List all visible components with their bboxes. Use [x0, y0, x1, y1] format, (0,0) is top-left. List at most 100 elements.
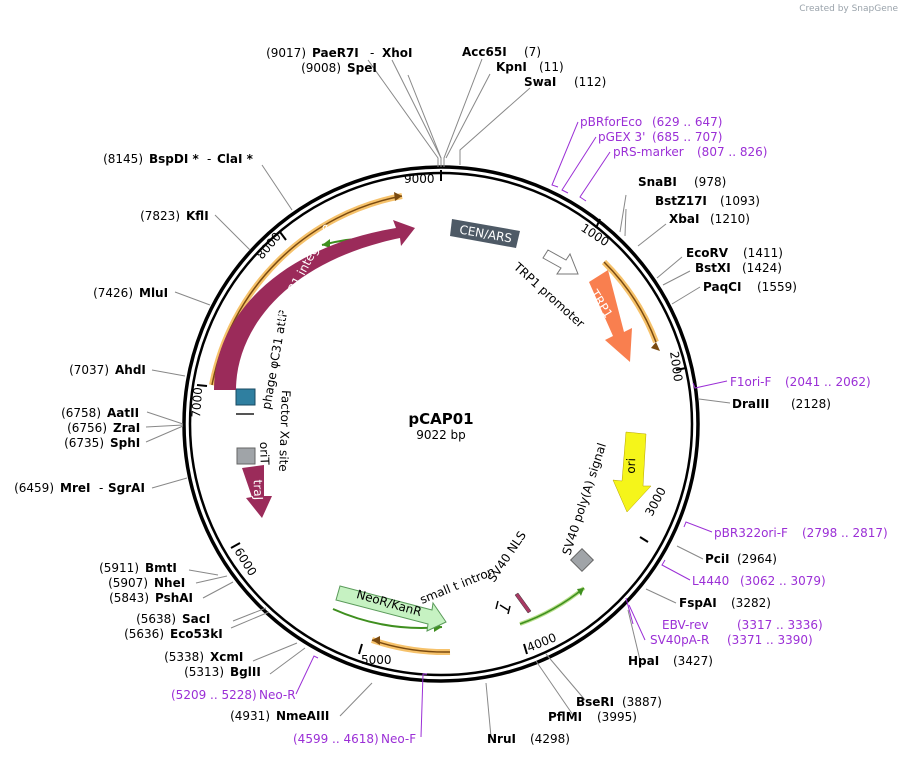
primer-name: EBV-rev: [662, 618, 708, 632]
enzyme-pos: (9008): [301, 61, 341, 75]
enzyme-name: EcoRV: [686, 246, 729, 260]
enzyme-name: AhdI: [115, 363, 146, 377]
enzyme-pos: (7): [524, 45, 541, 59]
ori-label: ori: [624, 458, 639, 474]
phic31-integrase-feature: [214, 220, 415, 390]
enzyme-pos: (4931): [230, 709, 270, 723]
neor-kanr-feature: [335, 585, 447, 632]
phic31-attp-feature: [235, 388, 256, 406]
enzyme-name: Eco53kI: [170, 627, 223, 641]
enzyme-pos: (2128): [791, 397, 831, 411]
primer-range: (5209 .. 5228): [171, 688, 257, 702]
enzyme-pos: (6735): [64, 436, 104, 450]
primer-name: F1ori-F: [730, 375, 771, 389]
enzyme-pos: (5911): [99, 561, 139, 575]
small-t-intron-label: small t intron: [418, 564, 497, 607]
primer-range: (3371 .. 3390): [727, 633, 813, 647]
primer-range: (4599 .. 4618): [293, 732, 379, 746]
enzyme-pos: (5843): [109, 591, 149, 605]
plasmid-name: pCAP01: [408, 410, 473, 428]
enzyme-pos: (4298): [530, 732, 570, 746]
enzyme-pos: (9017): [266, 46, 306, 60]
enzyme-pos: (112): [574, 75, 606, 89]
primer-range: (685 .. 707): [652, 130, 722, 144]
primer-name: pBRforEco: [580, 115, 642, 129]
enzyme-name: BstZ17I: [655, 194, 707, 208]
enzyme-name: SgrAI: [108, 481, 145, 495]
orit-label: oriT: [257, 442, 272, 466]
enzyme-name: XcmI: [210, 650, 243, 664]
enzyme-name: XbaI: [669, 212, 699, 226]
enzyme-pos: (1424): [742, 261, 782, 275]
enzyme-name: SnaBI: [638, 175, 677, 189]
primer-range: (807 .. 826): [697, 145, 767, 159]
enzyme-pos: (7426): [93, 286, 133, 300]
enzyme-name: BglII: [230, 665, 261, 679]
enzyme-name: Acc65I: [462, 45, 507, 59]
enzyme-name: NheI: [154, 576, 185, 590]
enzyme-pos: (5636): [124, 627, 164, 641]
enzyme-name: AatII: [107, 406, 139, 420]
enzyme-pos: (5907): [108, 576, 148, 590]
primer-range: (2798 .. 2817): [802, 526, 888, 540]
enzyme-pos: (11): [539, 60, 564, 74]
trp1-promoter-feature: [542, 249, 579, 275]
enzyme-labels: (9017) PaeR7I - XhoI (9008) SpeI Acc65I …: [14, 45, 831, 746]
snapgene-credit: Created by SnapGene: [799, 4, 898, 14]
enzyme-name: ClaI *: [217, 152, 254, 166]
enzyme-name: SwaI: [524, 75, 556, 89]
enzyme-name: PshAI: [155, 591, 193, 605]
svg-text:-: -: [207, 152, 211, 166]
enzyme-name: XhoI: [382, 46, 413, 60]
factor-xa-label: Factor Xa site: [276, 390, 293, 472]
enzyme-pos: (8145): [103, 152, 143, 166]
enzyme-pos: (5338): [164, 650, 204, 664]
enzyme-name: BstXI: [695, 261, 731, 275]
primer-range: (3317 .. 3336): [737, 618, 823, 632]
primer-range: (3062 .. 3079): [740, 574, 826, 588]
svg-text:-: -: [370, 46, 374, 60]
traj-feature: [242, 465, 272, 518]
enzyme-pos: (2964): [737, 552, 777, 566]
traj-label: traJ: [251, 479, 266, 500]
enzyme-name: BseRI: [576, 695, 614, 709]
enzyme-pos: (5638): [136, 612, 176, 626]
tick-4000: 4000: [525, 630, 559, 654]
primer-name: pGEX 3': [598, 130, 645, 144]
orit-feature: [236, 447, 256, 465]
tick-9000: 9000: [404, 172, 435, 186]
primer-range: (629 .. 647): [652, 115, 722, 129]
enzyme-name: MreI: [60, 481, 90, 495]
svg-text:-: -: [99, 481, 103, 495]
enzyme-name: BmtI: [145, 561, 177, 575]
cen-ars-feature: [450, 219, 520, 248]
enzyme-name: KpnI: [496, 60, 527, 74]
enzyme-pos: (978): [694, 175, 726, 189]
enzyme-name: FspAI: [679, 596, 717, 610]
primer-name: Neo-F: [381, 732, 416, 746]
primer-name: pBR322ori-F: [714, 526, 788, 540]
primer-range: (2041 .. 2062): [785, 375, 871, 389]
enzyme-name: NmeAIII: [276, 709, 329, 723]
primer-name: Neo-R: [259, 688, 296, 702]
enzyme-name: PaeR7I: [312, 46, 359, 60]
enzyme-name: SphI: [110, 436, 140, 450]
sv40-polya-feature: [569, 547, 595, 573]
plasmid-size: 9022 bp: [416, 428, 466, 442]
sv40-nls-feature: [514, 592, 532, 614]
ruler-ticks: [196, 170, 687, 655]
enzyme-name: NruI: [487, 732, 516, 746]
enzyme-pos: (6459): [14, 481, 54, 495]
enzyme-name: SpeI: [347, 61, 377, 75]
tick-5000: 5000: [361, 653, 392, 667]
ori-feature: [612, 431, 652, 513]
enzyme-pos: (1093): [720, 194, 760, 208]
primer-name: SV40pA-R: [650, 633, 709, 647]
primer-name: pRS-marker: [613, 145, 684, 159]
enzyme-pos: (6756): [67, 421, 107, 435]
enzyme-pos: (1411): [743, 246, 783, 260]
enzyme-pos: (5313): [184, 665, 224, 679]
enzyme-pos: (1210): [710, 212, 750, 226]
tick-6000: 6000: [231, 545, 259, 578]
